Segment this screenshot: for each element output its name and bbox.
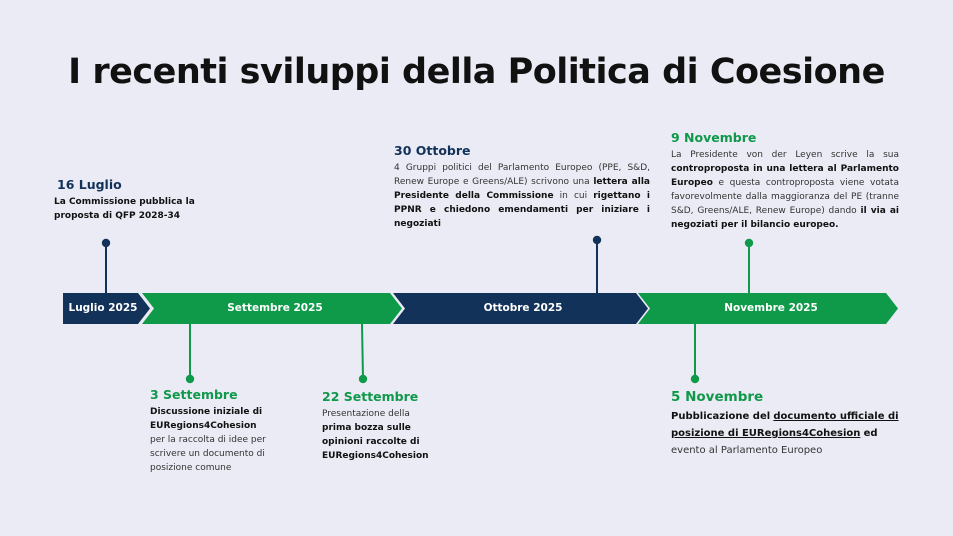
event-text: Presentazione della: [322, 409, 410, 419]
segment-settembre-label: Settembre 2025: [227, 302, 323, 314]
event-3-settembre: 3 Settembre Discussione iniziale di EURe…: [150, 387, 280, 475]
connector-16-luglio: [101, 238, 111, 293]
event-text-bold: Pubblicazione del: [671, 411, 771, 422]
event-date: 3 Settembre: [150, 387, 238, 402]
event-text-bold: ed: [863, 428, 878, 439]
segment-novembre-label: Novembre 2025: [724, 302, 818, 314]
event-text: 4 Gruppi politici del Parlamento Europeo…: [394, 163, 650, 187]
event-30-ottobre: 30 Ottobre 4 Gruppi politici del Parlame…: [394, 143, 650, 231]
event-date: 22 Settembre: [322, 389, 419, 404]
segment-ottobre-shape: [393, 293, 648, 324]
segment-ottobre-label: Ottobre 2025: [483, 302, 563, 314]
connector-9-novembre: [744, 238, 754, 293]
segment-luglio-shape: [63, 293, 150, 324]
event-text: in cui: [559, 191, 588, 201]
event-text: per la raccolta di idee per scrivere un …: [150, 435, 266, 473]
event-text: La Presidente von der Leyen scrive la su…: [671, 150, 899, 160]
event-22-settembre: 22 Settembre Presentazione della prima b…: [322, 389, 447, 463]
event-date: 16 Luglio: [57, 177, 122, 192]
segment-luglio-label: Luglio 2025: [68, 302, 138, 314]
event-text-bold: controproposta in una lettera al Parlame…: [671, 164, 899, 188]
connector-22-settembre: [358, 323, 368, 384]
event-16-luglio: 16 Luglio La Commissione pubblica la pro…: [54, 177, 214, 223]
connector-3-settembre: [185, 324, 195, 384]
event-text-bold: rigettano i PPNR e chiedono emendamenti …: [394, 191, 650, 229]
event-date: 5 Novembre: [671, 389, 764, 405]
segment-settembre-shape: [142, 293, 402, 324]
event-text-bold: Discussione iniziale di EURegions4Cohesi…: [150, 407, 263, 431]
event-text-bold: La Commissione pubblica la proposta di Q…: [54, 197, 195, 221]
event-text-bold: prima bozza sulle opinioni raccolte di E…: [322, 423, 429, 461]
position-paper-link[interactable]: documento ufficiale di posizione di EURe…: [671, 411, 899, 439]
event-date: 9 Novembre: [671, 130, 757, 145]
event-text-bold: lettera alla Presidente della Commission…: [394, 177, 650, 201]
event-text: e questa controproposta viene votata fav…: [671, 178, 899, 216]
event-5-novembre: 5 Novembre Pubblicazione del documento u…: [671, 389, 911, 459]
event-text-bold: il via ai negoziati per il bilancio euro…: [671, 206, 899, 230]
connector-30-ottobre: [592, 235, 602, 293]
connector-5-novembre: [690, 324, 700, 384]
event-9-novembre: 9 Novembre La Presidente von der Leyen s…: [671, 130, 899, 232]
page-title: I recenti sviluppi della Politica di Coe…: [68, 52, 885, 92]
event-date: 30 Ottobre: [394, 143, 471, 158]
event-text: evento al Parlamento Europeo: [671, 445, 823, 456]
segment-novembre-shape: [638, 293, 898, 324]
